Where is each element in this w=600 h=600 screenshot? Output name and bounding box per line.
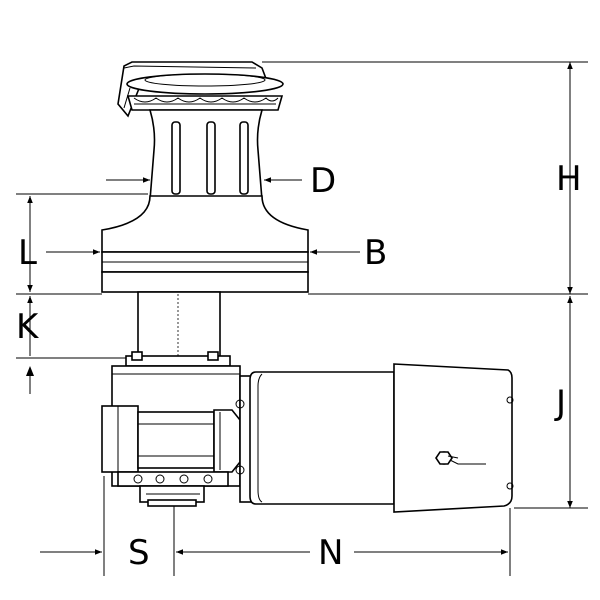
dimension-label-h: H xyxy=(556,159,582,199)
dimension-label-k: K xyxy=(16,307,40,347)
dimension-label-n: N xyxy=(318,533,343,573)
winch-top xyxy=(101,61,309,293)
dimension-label-b: B xyxy=(364,233,387,273)
dimension-label-s: S xyxy=(128,533,150,573)
dimension-label-j: J xyxy=(554,383,566,423)
drum-slot xyxy=(239,121,249,195)
dimension-label-d: D xyxy=(310,161,336,201)
drum-slot xyxy=(206,121,216,195)
drum-slot xyxy=(171,121,181,195)
motor xyxy=(235,363,514,513)
dimension-label-l: L xyxy=(18,233,37,273)
gearbox xyxy=(101,365,241,507)
winch-shaft xyxy=(125,291,231,367)
dimension-lines xyxy=(16,61,588,576)
